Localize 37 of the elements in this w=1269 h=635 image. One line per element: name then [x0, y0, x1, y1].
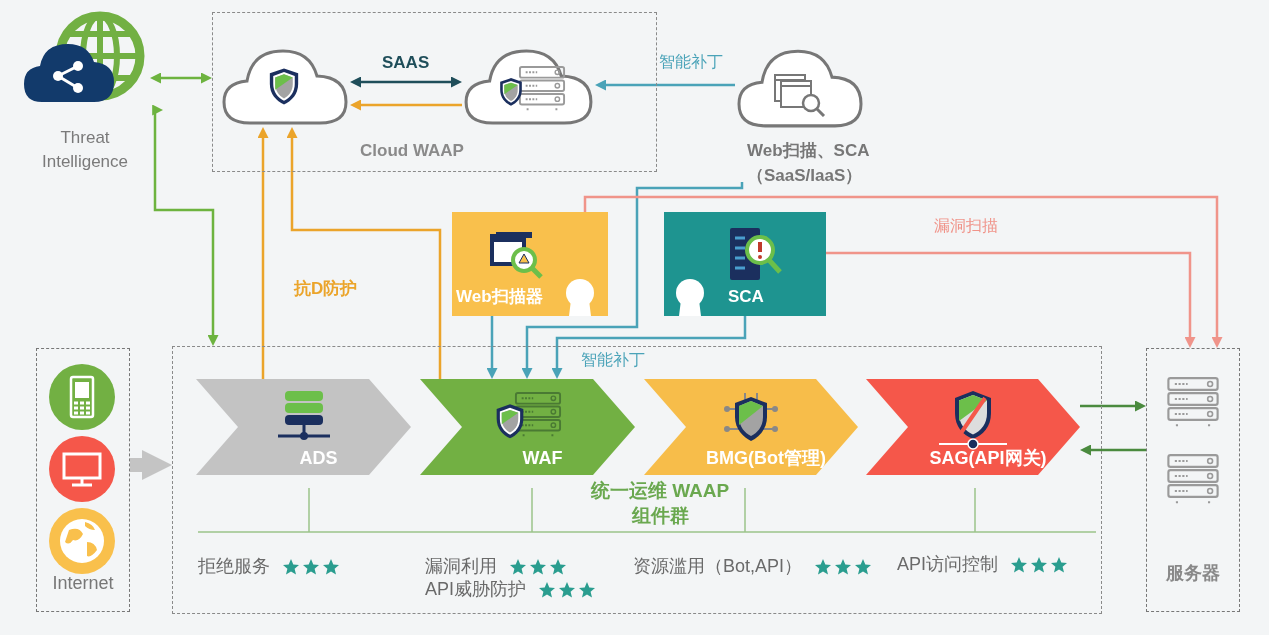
node-label: Web扫描、SCA （SaaS/IaaS）	[747, 140, 870, 187]
arrow	[486, 316, 498, 379]
node-label: Internet	[51, 572, 115, 595]
arrow	[1080, 444, 1146, 456]
arrow	[595, 79, 735, 91]
chevron-label: WAF	[521, 447, 564, 470]
group-label: Cloud WAAP	[360, 140, 464, 162]
arrow	[551, 316, 747, 379]
arrow	[350, 99, 462, 111]
chevron-label: BMG(Bot管理)	[705, 447, 827, 470]
edge-label: 智能补丁	[580, 350, 646, 370]
arrow	[1080, 400, 1146, 412]
arrow	[286, 127, 442, 379]
node-label: 服务器	[1165, 562, 1221, 585]
group-label: 统一运维 WAAP组件群	[589, 479, 731, 528]
chevron-label: ADS	[298, 447, 339, 470]
card-label: SCA	[728, 286, 764, 308]
arrow	[350, 76, 462, 88]
threat-label: API威胁防护	[425, 578, 526, 601]
arrow	[521, 182, 744, 379]
arrow	[152, 104, 219, 346]
arrow	[150, 72, 212, 84]
edge-label: 抗D防护	[292, 278, 359, 300]
arrow	[257, 127, 269, 379]
arrow	[583, 195, 1223, 348]
node-label: Threat Intelligence	[41, 127, 129, 173]
card-label: Web扫描器	[456, 286, 543, 308]
edge-label: 漏洞扫描	[933, 216, 999, 236]
threat-label: API访问控制	[897, 553, 998, 576]
threat-label: 资源滥用（Bot,API）	[633, 555, 803, 578]
arrow	[826, 251, 1196, 348]
edge-label: SAAS	[381, 52, 431, 74]
edge-label: 智能补丁	[658, 52, 724, 72]
chevron-label: SAG(API网关)	[928, 447, 1048, 470]
threat-label: 漏洞利用	[425, 555, 497, 578]
threat-label: 拒绝服务	[198, 555, 270, 578]
block-arrow	[130, 450, 172, 480]
